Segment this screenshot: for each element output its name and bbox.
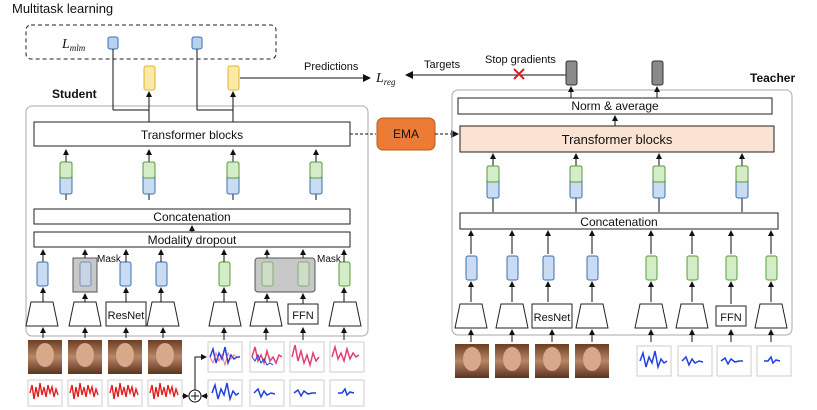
student-ffn-label: FFN	[292, 310, 313, 322]
mask-label-left: Mask	[97, 254, 122, 265]
student-transformer-label: Transformer blocks	[141, 128, 243, 142]
student-resnet-label: ResNet	[108, 310, 145, 322]
student-token-1	[59, 149, 73, 200]
modality-dropout	[33, 231, 351, 248]
teacher-encoders	[454, 303, 788, 329]
teacher-container	[451, 89, 793, 336]
student-transformer-blocks	[33, 121, 351, 147]
prediction-token-1	[143, 65, 156, 91]
loss-reg: Lreg	[375, 71, 396, 87]
teacher-concatenation	[459, 212, 779, 230]
student-noise-waveforms	[27, 379, 183, 407]
teacher-input-tokens	[465, 230, 778, 304]
teacher-resnet-label: ResNet	[534, 312, 571, 324]
multitask-box	[25, 24, 277, 60]
student-concat-label: Concatenation	[153, 210, 230, 224]
student-encoders	[25, 301, 362, 327]
add-noise-icon	[188, 389, 202, 403]
target-token-2	[651, 60, 664, 86]
mlm-token-left	[107, 36, 119, 50]
stop-gradient-x-icon	[513, 68, 525, 80]
multitask-title: Multitask learning	[12, 1, 113, 16]
student-label: Student	[52, 87, 97, 101]
predictions-label: Predictions	[304, 61, 359, 73]
stop-gradients-label: Stop gradients	[485, 54, 556, 66]
norm-average-label: Norm & average	[571, 99, 659, 113]
norm-average	[457, 97, 773, 115]
ema-label: EMA	[393, 127, 419, 141]
student-input-tokens	[36, 249, 351, 293]
teacher-token-2	[569, 153, 583, 212]
teacher-token-3	[652, 153, 666, 212]
loss-mlm: Lmlm	[61, 37, 86, 53]
teacher-feature-tokens	[486, 153, 749, 212]
teacher-ffn-label: FFN	[720, 312, 741, 324]
teacher-token-1	[486, 153, 500, 212]
teacher-concat-label: Concatenation	[580, 215, 657, 229]
teacher-clean-waveforms	[636, 345, 792, 377]
prediction-token-2	[227, 65, 240, 91]
mlm-token-right	[191, 36, 203, 50]
student-token-4	[309, 149, 323, 200]
mask-label-right: Mask	[317, 254, 342, 265]
student-concatenation	[33, 208, 351, 225]
student-feature-tokens	[59, 149, 323, 200]
modality-dropout-label: Modality dropout	[148, 233, 237, 247]
student-token-2	[142, 149, 156, 200]
targets-label: Targets	[424, 59, 461, 71]
student-token-3	[226, 149, 240, 200]
student-mixed-waveforms	[207, 341, 365, 373]
student-face-frames	[28, 340, 182, 374]
teacher-token-4	[735, 153, 749, 212]
teacher-transformer-label: Transformer blocks	[562, 132, 673, 147]
teacher-label: Teacher	[750, 71, 795, 85]
target-token-1	[565, 60, 578, 86]
teacher-transformer-blocks	[459, 125, 775, 153]
teacher-face-frames	[455, 344, 609, 378]
student-clean-waveforms	[207, 379, 365, 407]
